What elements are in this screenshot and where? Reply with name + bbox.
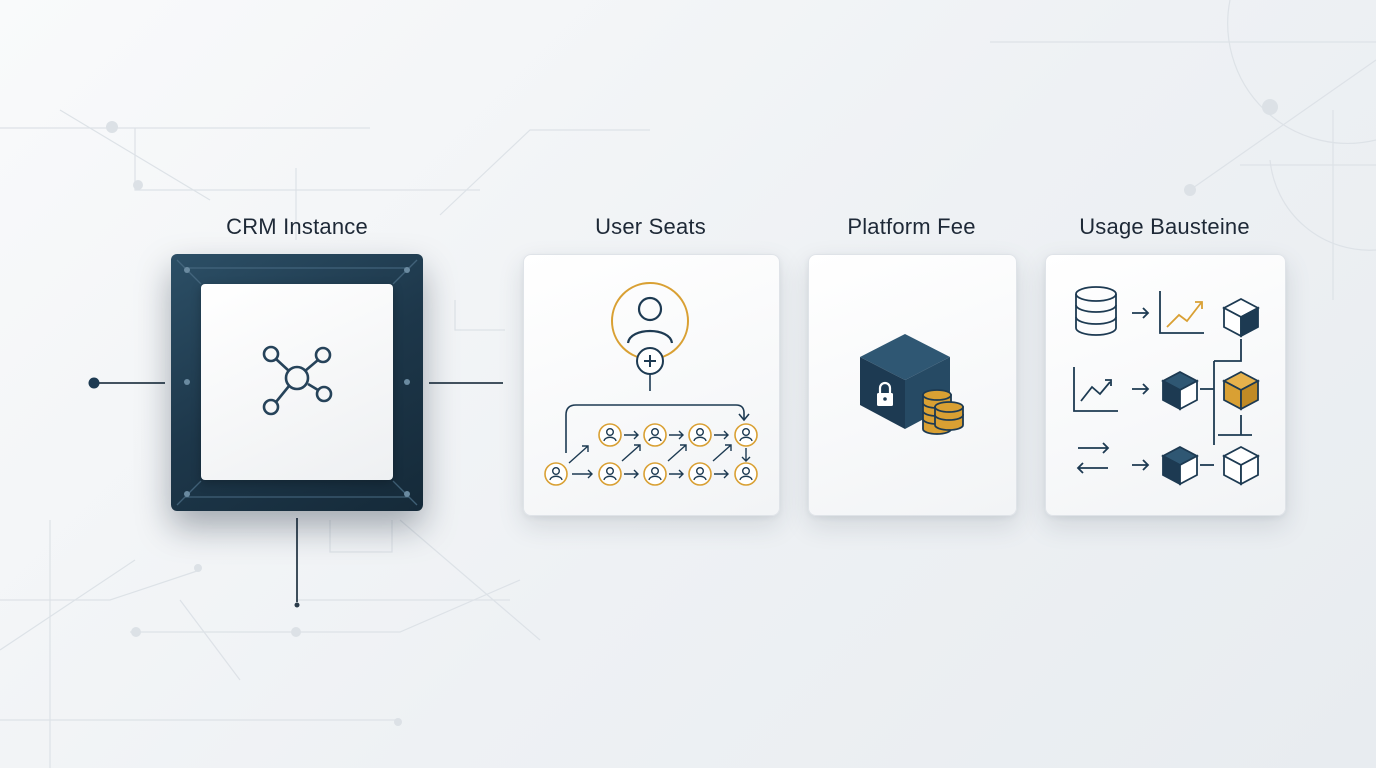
crm-instance-label: CRM Instance (226, 214, 368, 239)
seat-row-bottom (544, 444, 758, 486)
locked-box-with-coins-icon (860, 334, 964, 435)
platform-fee-card (808, 254, 1017, 516)
user-seats-label: User Seats (595, 214, 706, 239)
network-hub-icon (262, 345, 333, 416)
seat-row-top (598, 423, 758, 462)
database-icon (1075, 286, 1117, 336)
coin-stack-icon (922, 389, 964, 435)
add-user-icon (544, 282, 758, 486)
chip-circuit-traces (176, 259, 418, 506)
user-seats-card (523, 254, 780, 516)
crm-instance-module (171, 254, 423, 511)
usage-bausteine-label: Usage Bausteine (1079, 214, 1250, 239)
building-block-icons (1161, 297, 1260, 486)
crm-chip-face (201, 284, 393, 480)
database-chart-blocks-icon (1073, 286, 1260, 486)
platform-fee-label: Platform Fee (847, 214, 976, 239)
usage-bausteine-card (1045, 254, 1286, 516)
